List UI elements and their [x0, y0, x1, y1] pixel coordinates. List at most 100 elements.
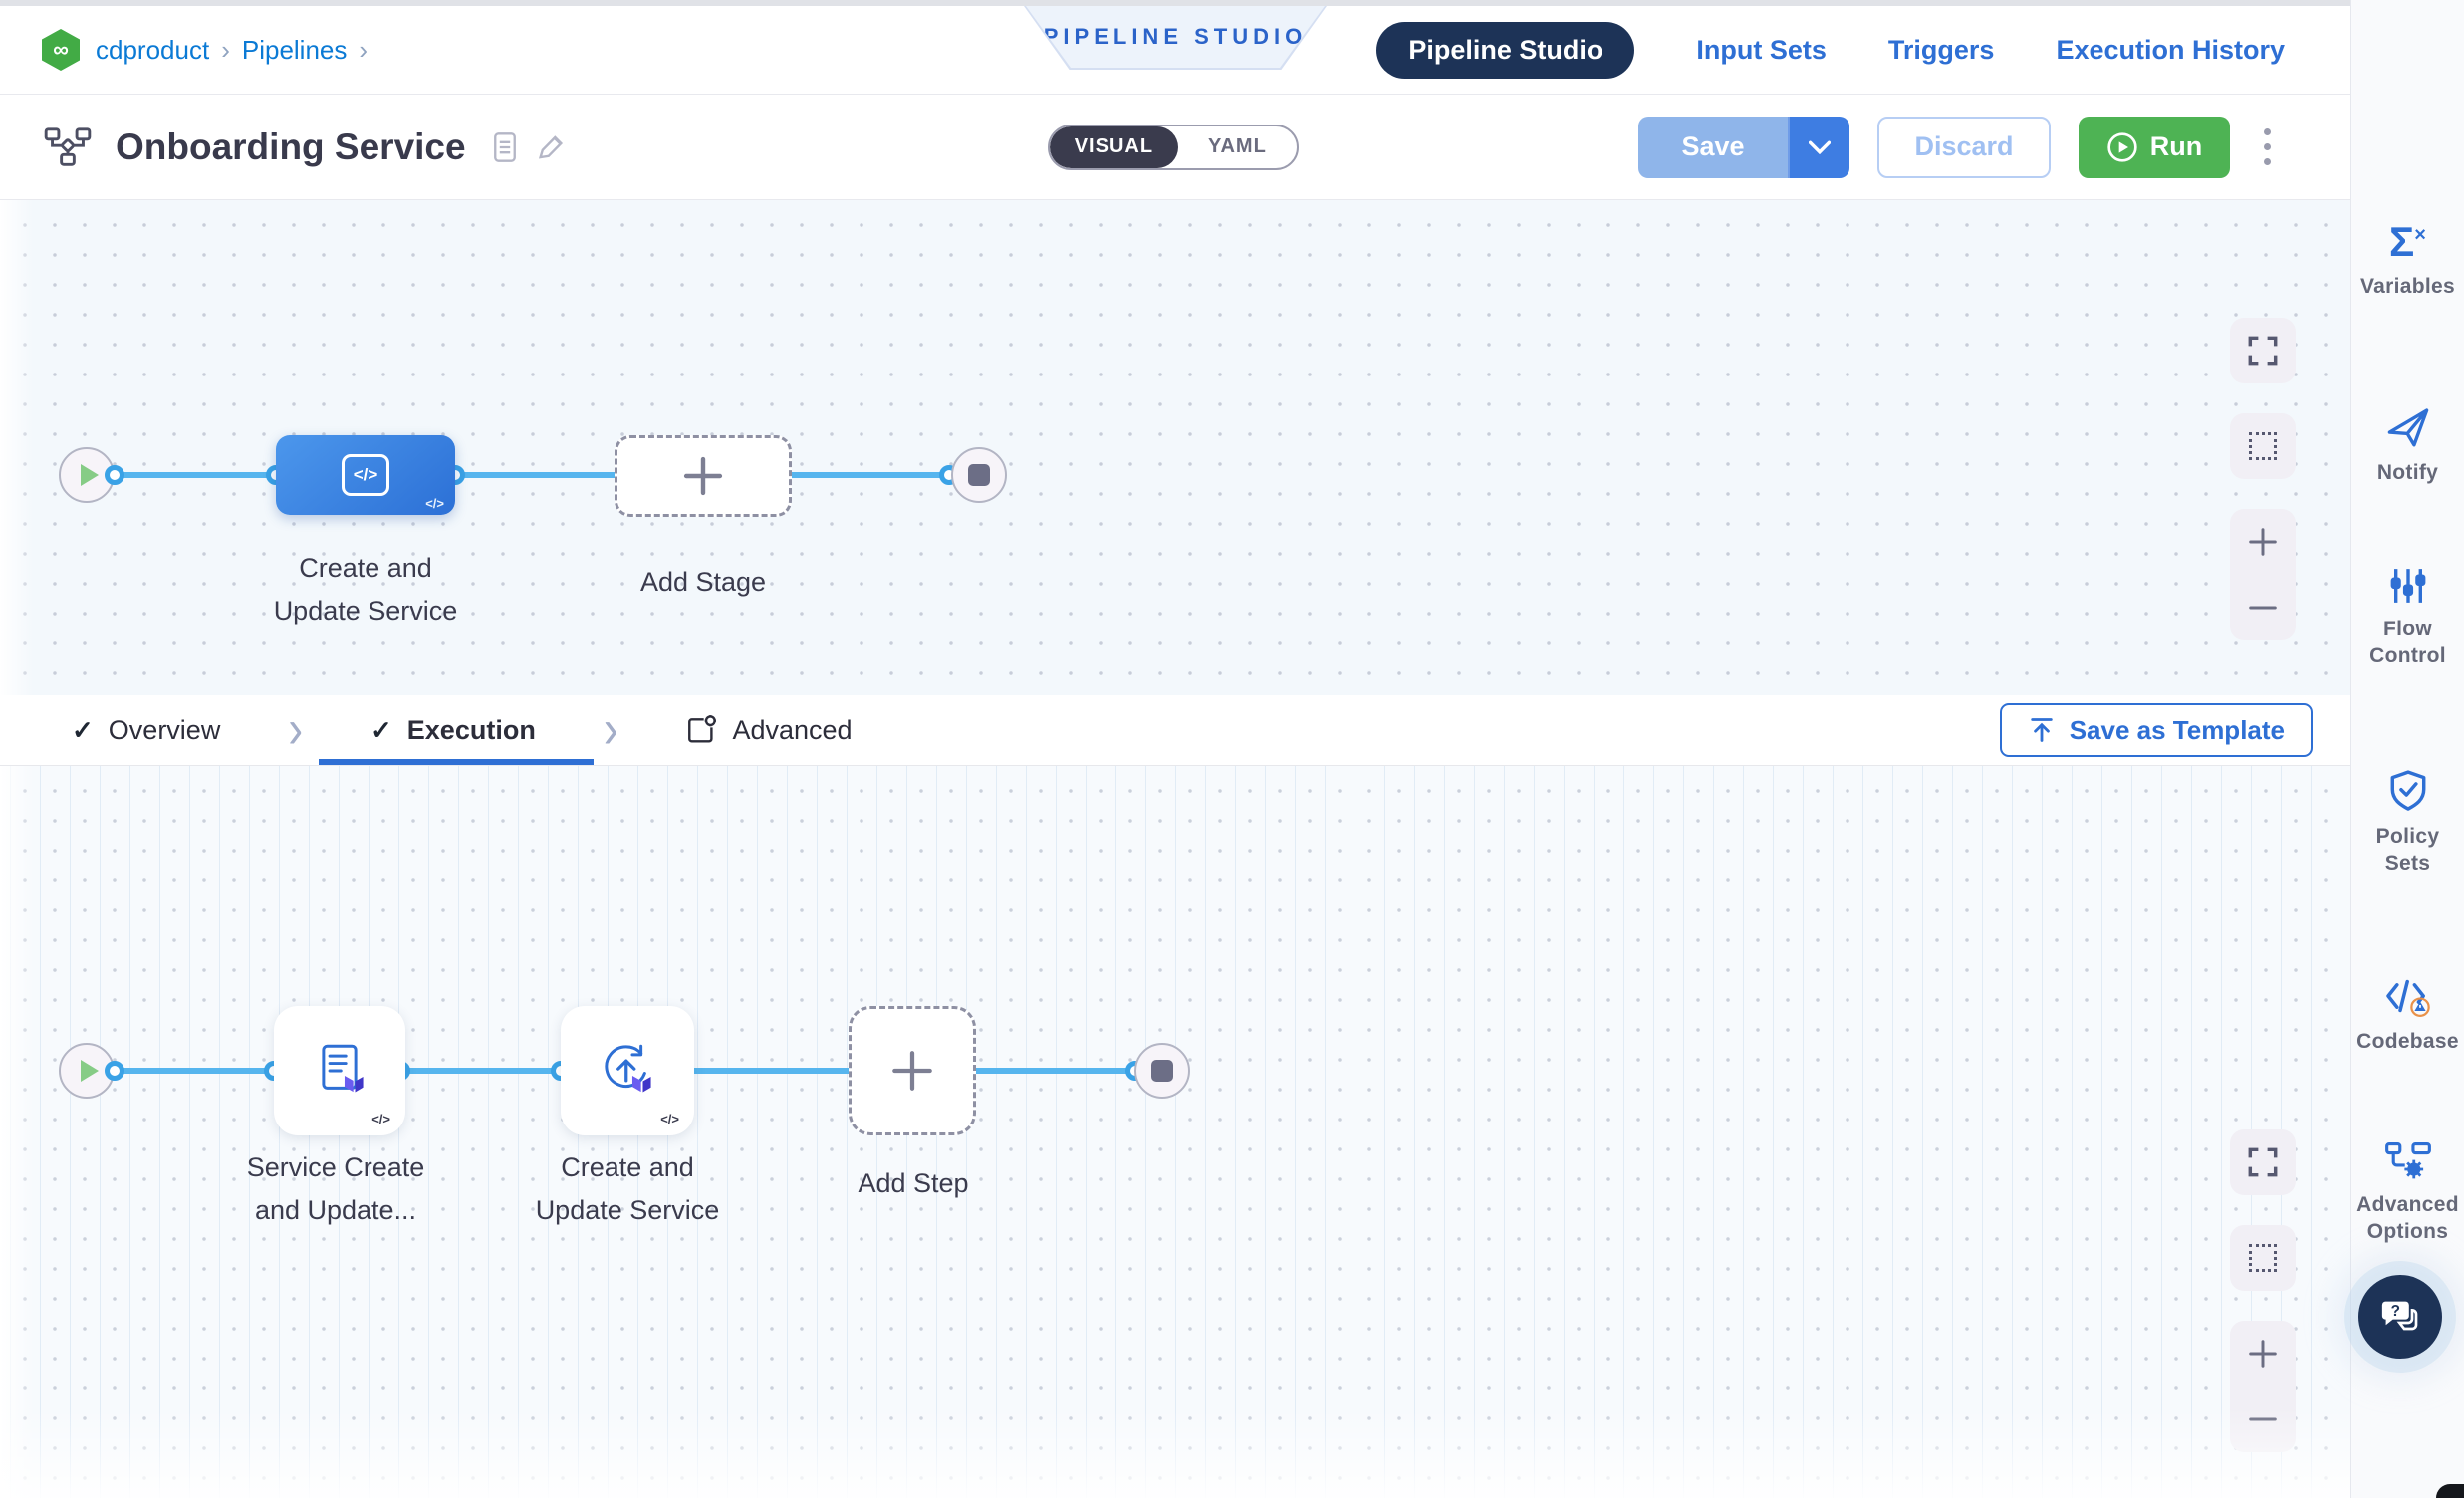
zoom-in-button[interactable] — [2247, 1338, 2279, 1370]
stage-node-create-and-update-service[interactable]: </> </> — [276, 435, 455, 515]
toggle-visual[interactable]: VISUAL — [1050, 125, 1178, 168]
description-icon[interactable] — [492, 131, 518, 163]
bottom-corner-panel-edge — [2436, 1484, 2464, 1498]
connector-dot — [105, 465, 124, 485]
more-options-icon[interactable] — [2258, 123, 2277, 171]
add-stage-label: Add Stage — [639, 567, 767, 597]
stop-icon — [1151, 1060, 1173, 1082]
sidebar-item-advanced-options[interactable]: Advanced Options — [2351, 1135, 2464, 1246]
marquee-select-button[interactable] — [2230, 1225, 2296, 1291]
sidebar-item-notify[interactable]: Notify — [2351, 403, 2464, 486]
stage-tabbar: ✓ Overview › ✓ Execution › Advanced S — [0, 695, 2350, 766]
yaml-code-badge: </> — [371, 1112, 390, 1126]
breadcrumb-separator-icon: › — [221, 34, 230, 65]
terraform-document-icon — [322, 1044, 364, 1093]
marquee-select-button[interactable] — [2230, 413, 2296, 479]
paper-plane-icon — [2386, 403, 2430, 449]
right-sidebar: Σ× Variables Notify Flow Control Policy … — [2350, 0, 2464, 1498]
pipeline-end-node[interactable] — [951, 447, 1007, 503]
cd-module-icon[interactable]: ∞ — [42, 29, 80, 71]
sigma-x-icon: Σ× — [2389, 218, 2426, 265]
tab-advanced-label: Advanced — [732, 714, 853, 745]
sidebar-item-codebase[interactable]: Codebase — [2351, 972, 2464, 1055]
chevron-right-icon: › — [288, 698, 303, 760]
upload-icon — [2030, 718, 2053, 742]
zoom-controls — [2230, 509, 2296, 640]
add-stage-node[interactable] — [615, 435, 792, 517]
advanced-tab-icon — [688, 715, 717, 743]
zoom-in-button[interactable] — [2247, 526, 2279, 558]
save-split-button: Save — [1638, 116, 1849, 178]
banner-text: PIPELINE STUDIO — [1043, 24, 1308, 49]
execution-end-node[interactable] — [1134, 1043, 1190, 1099]
save-button[interactable]: Save — [1638, 116, 1788, 178]
run-button[interactable]: Run — [2079, 116, 2230, 178]
chat-question-icon: ? — [2381, 1301, 2418, 1331]
breadcrumb-row: ∞ cdproduct › Pipelines › PIPELINE STUDI… — [0, 6, 2350, 95]
svg-text:?: ? — [2391, 1303, 2400, 1320]
add-step-node[interactable] — [849, 1006, 976, 1135]
breadcrumb-account[interactable]: cdproduct — [96, 34, 210, 65]
check-icon: ✓ — [72, 714, 94, 745]
tab-advanced[interactable]: Advanced — [675, 695, 862, 765]
cd-service-icon: </> — [342, 454, 389, 496]
save-as-template-button[interactable]: Save as Template — [1999, 703, 2313, 757]
stage-label: Create and Update Service — [273, 553, 458, 626]
check-icon: ✓ — [370, 714, 392, 745]
plus-icon — [683, 456, 723, 496]
tab-execution[interactable]: ✓ Execution — [319, 695, 594, 765]
top-navigation: Pipeline Studio Input Sets Triggers Exec… — [1376, 6, 2285, 94]
zoom-out-button[interactable] — [2247, 1403, 2279, 1435]
sidebar-item-flow-control[interactable]: Flow Control — [2351, 560, 2464, 670]
code-warning-icon — [2384, 972, 2432, 1018]
terraform-apply-icon — [605, 1044, 651, 1093]
discard-button[interactable]: Discard — [1877, 116, 2051, 178]
shield-check-icon — [2387, 767, 2429, 813]
top-edge-strip — [0, 0, 2464, 6]
plus-icon — [892, 1051, 932, 1091]
stage-canvas: </> </> Create and Update Service Add St… — [0, 200, 2350, 695]
step-node-service-create-update[interactable]: </> — [274, 1006, 405, 1135]
step2-label: Create and Update Service — [535, 1152, 720, 1226]
marquee-icon — [2249, 432, 2277, 460]
chevron-right-icon: › — [603, 698, 618, 760]
marquee-icon — [2249, 1244, 2277, 1272]
flowchart-gear-icon — [2384, 1135, 2431, 1181]
pipeline-icon — [44, 126, 92, 167]
header-actions: Save Discard Run — [1638, 116, 2277, 178]
stage-connector-line — [87, 472, 979, 478]
zoom-controls — [2230, 1321, 2296, 1452]
nav-input-sets[interactable]: Input Sets — [1696, 34, 1827, 65]
nav-triggers[interactable]: Triggers — [1887, 34, 1995, 65]
pipeline-studio-banner: PIPELINE STUDIO — [1024, 6, 1327, 70]
tab-execution-label: Execution — [406, 714, 536, 745]
breadcrumb-separator-icon: › — [359, 34, 369, 65]
sidebar-item-policy-sets[interactable]: Policy Sets — [2351, 767, 2464, 877]
add-step-label: Add Step — [858, 1168, 969, 1198]
run-play-icon — [2107, 131, 2137, 162]
connector-dot — [105, 1061, 124, 1081]
main-area: ∞ cdproduct › Pipelines › PIPELINE STUDI… — [0, 6, 2350, 1498]
step1-label: Service Create and Update... — [246, 1152, 425, 1226]
help-chat-button[interactable]: ? — [2358, 1275, 2442, 1359]
stop-icon — [968, 464, 990, 486]
save-dropdown-button[interactable] — [1788, 116, 1849, 178]
sliders-icon — [2388, 560, 2428, 606]
tab-overview[interactable]: ✓ Overview — [62, 695, 230, 765]
fullscreen-button[interactable] — [2230, 318, 2296, 383]
yaml-code-badge: </> — [660, 1112, 679, 1126]
page-title: Onboarding Service — [116, 125, 466, 167]
nav-execution-history[interactable]: Execution History — [2056, 34, 2285, 65]
visual-yaml-toggle: VISUAL YAML — [1048, 124, 1299, 170]
step-canvas: </> </> Service Create and Update... Cre… — [0, 766, 2350, 1498]
edit-pencil-icon[interactable] — [534, 131, 566, 163]
zoom-out-button[interactable] — [2247, 592, 2279, 624]
step-node-create-update-service[interactable]: </> — [561, 1006, 694, 1135]
nav-pipeline-studio[interactable]: Pipeline Studio — [1376, 21, 1635, 79]
breadcrumb-pipelines[interactable]: Pipelines — [241, 34, 348, 65]
fullscreen-button[interactable] — [2230, 1129, 2296, 1195]
sidebar-item-variables[interactable]: Σ× Variables — [2360, 218, 2455, 299]
toggle-yaml[interactable]: YAML — [1207, 135, 1267, 157]
play-icon — [81, 464, 99, 486]
